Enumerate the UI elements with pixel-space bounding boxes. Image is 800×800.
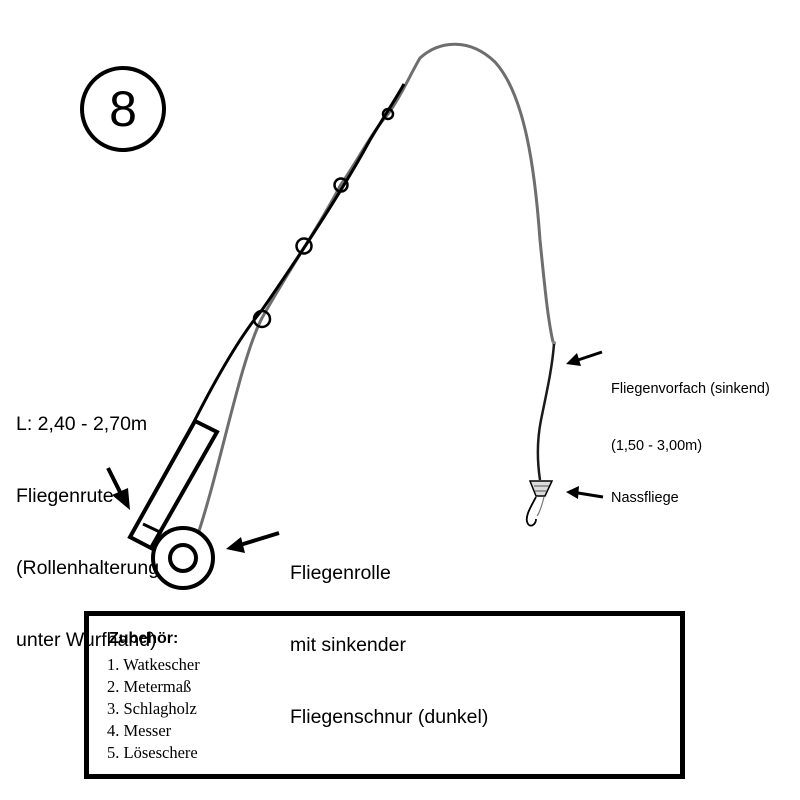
rod-note-text: (Rollenhalterung [16, 557, 160, 579]
arrow-reel [226, 531, 280, 553]
fly-line [194, 42, 555, 541]
wet-fly-label: Nassfliege [611, 490, 679, 506]
leader-name-text: Fliegenvorfach (sinkend) [611, 381, 770, 397]
leader-length-text: (1,50 - 3,00m) [611, 438, 703, 454]
accessories-list: 1. Watkescher 2. Metermaß 3. Schlagholz … [107, 654, 200, 764]
rod-guide [381, 107, 395, 121]
fly-reel-inner [168, 543, 198, 573]
reel-label: Fliegenrolle mit sinkender Fliegenschnur… [290, 513, 488, 753]
reel-line-text: mit sinkender [290, 634, 406, 656]
arrow-fly [566, 486, 604, 499]
arrow-rod [106, 467, 130, 510]
list-item: 1. Watkescher [107, 655, 200, 674]
leader-label: Fliegenvorfach (sinkend) (1,50 - 3,00m) [611, 342, 770, 475]
arrow-leader [566, 350, 603, 366]
list-item: 5. Löseschere [107, 743, 198, 762]
rod-name-text: Fliegenrute [16, 485, 114, 507]
list-item: 2. Metermaß [107, 677, 192, 696]
reel-line-text: Fliegenschnur (dunkel) [290, 706, 489, 728]
rod-length-text: L: 2,40 - 2,70m [16, 413, 148, 435]
step-number: 8 [109, 81, 137, 137]
fly-reel-outer [151, 526, 215, 590]
step-badge-circle [80, 66, 166, 152]
rod-guide [295, 237, 313, 255]
wet-fly [525, 480, 554, 527]
rod-handle [127, 418, 220, 551]
fly-leader [536, 343, 556, 481]
list-item: 3. Schlagholz [107, 699, 197, 718]
reel-name-text: Fliegenrolle [290, 562, 391, 584]
accessories-title: Zubehör: [109, 630, 179, 647]
accessories-box: Zubehör: 1. Watkescher 2. Metermaß 3. Sc… [84, 611, 685, 779]
list-item: 4. Messer [107, 721, 172, 740]
rod-guide [252, 309, 272, 329]
rod-handle-divider [142, 522, 163, 535]
rod-guide [333, 177, 349, 193]
